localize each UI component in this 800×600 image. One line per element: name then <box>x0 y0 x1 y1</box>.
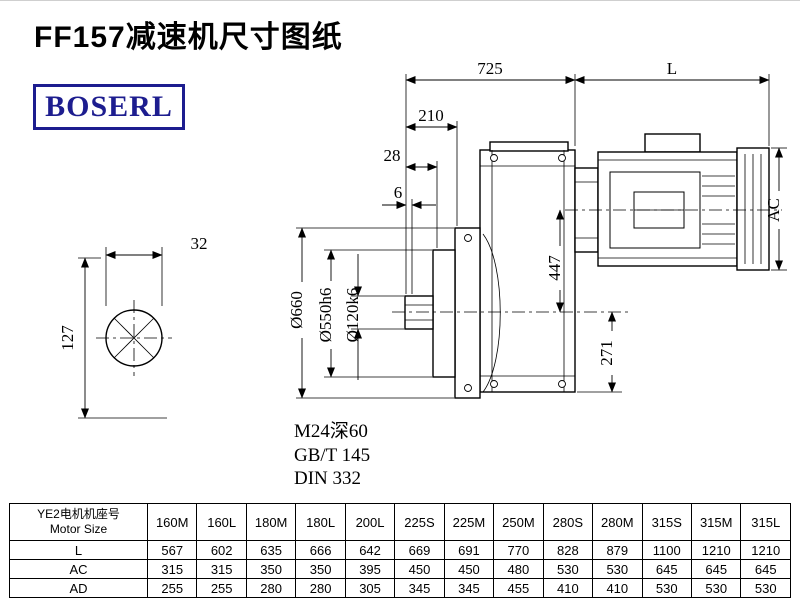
dim-127-label: 127 <box>58 325 77 351</box>
row-label: AC <box>9 559 148 579</box>
table-cell: 567 <box>146 540 198 560</box>
dim-447-label: 447 <box>545 255 564 281</box>
col-header: 315L <box>740 503 791 541</box>
table-cell: 315 <box>196 559 247 579</box>
diameter-dimensions: Ø660 Ø550h6 Ø120k6 <box>287 227 454 399</box>
table-cell: 530 <box>641 578 692 598</box>
table-cell: 255 <box>196 578 247 598</box>
table-cell: 345 <box>443 578 495 598</box>
col-header: 315M <box>690 503 742 541</box>
terminal-box <box>644 133 701 153</box>
col-header: 180M <box>245 503 297 541</box>
table-cell: 455 <box>493 578 544 598</box>
table-cell: 350 <box>295 559 346 579</box>
shaft-end-view <box>96 300 172 376</box>
dim-550-label: Ø550h6 <box>316 288 335 343</box>
centerlines <box>392 209 782 313</box>
col-header: 160L <box>196 503 247 541</box>
note-tap: M24深60 <box>294 420 368 442</box>
top-dimensions: 725 L 210 28 6 <box>382 59 770 294</box>
note-gbt: GB/T 145 <box>294 445 370 466</box>
note-din: DIN 332 <box>294 468 361 489</box>
dim-32-label: 32 <box>191 234 208 253</box>
table-cell: 1210 <box>690 540 742 560</box>
dim-120-label: Ø120k6 <box>343 288 362 343</box>
row-label: L <box>9 540 148 560</box>
table-header-row: YE2电机机座号 Motor Size 160M 160L 180M 180L … <box>9 503 791 541</box>
col-header: 280M <box>592 503 643 541</box>
table-corner-header: YE2电机机座号 Motor Size <box>9 503 148 541</box>
table-cell: 450 <box>394 559 445 579</box>
table-row-AD: AD 255 255 280 280 305 345 345 455 410 4… <box>9 578 791 598</box>
table-cell: 450 <box>443 559 495 579</box>
shaft-view-dimensions: 32 127 <box>58 234 208 419</box>
table-cell: 645 <box>690 559 742 579</box>
table-cell: 255 <box>146 578 198 598</box>
col-header: 180L <box>295 503 346 541</box>
col-header: 160M <box>146 503 198 541</box>
row-label: AD <box>9 578 148 598</box>
table-cell: 350 <box>245 559 297 579</box>
table-cell: 645 <box>740 559 791 579</box>
table-cell: 1100 <box>641 540 692 560</box>
dim-28-label: 28 <box>384 146 401 165</box>
thread-notes: M24深60 GB/T 145 DIN 332 <box>294 420 370 489</box>
corner-header-line2: Motor Size <box>49 522 108 536</box>
table-cell: 691 <box>443 540 495 560</box>
dim-AC-label: AC <box>764 198 783 222</box>
table-cell: 669 <box>394 540 445 560</box>
dim-210-label: 210 <box>418 106 444 125</box>
table-cell: 315 <box>146 559 198 579</box>
table-cell: 530 <box>690 578 742 598</box>
col-header: 200L <box>344 503 396 541</box>
table-row-AC: AC 315 315 350 350 395 450 450 480 530 5… <box>9 559 791 579</box>
table-cell: 770 <box>493 540 544 560</box>
table-cell: 645 <box>641 559 692 579</box>
table-cell: 280 <box>245 578 297 598</box>
col-header: 250M <box>493 503 544 541</box>
table-cell: 642 <box>344 540 396 560</box>
col-header: 225S <box>394 503 445 541</box>
corner-header-line1: YE2电机机座号 <box>37 507 120 521</box>
table-cell: 410 <box>542 578 594 598</box>
table-cell: 602 <box>196 540 247 560</box>
table-cell: 410 <box>592 578 643 598</box>
table-cell: 635 <box>245 540 297 560</box>
table-cell: 530 <box>542 559 594 579</box>
dim-L-label: L <box>667 59 677 78</box>
col-header: 315S <box>641 503 692 541</box>
table-cell: 666 <box>295 540 346 560</box>
table-row-L: L 567 602 635 666 642 669 691 770 828 87… <box>9 540 791 560</box>
table-cell: 1210 <box>740 540 791 560</box>
table-cell: 879 <box>592 540 643 560</box>
boserl-logo: BOSERL <box>33 84 185 130</box>
table-cell: 280 <box>295 578 346 598</box>
table-cell: 395 <box>344 559 396 579</box>
dim-725-label: 725 <box>477 59 503 78</box>
dim-660-label: Ø660 <box>287 291 306 329</box>
col-header: 280S <box>542 503 594 541</box>
table-cell: 480 <box>493 559 544 579</box>
motor-size-table: YE2电机机座号 Motor Size 160M 160L 180M 180L … <box>9 503 791 598</box>
motor-outline <box>574 133 770 271</box>
table-cell: 530 <box>592 559 643 579</box>
dim-271-label: 271 <box>597 340 616 366</box>
table-cell: 828 <box>542 540 594 560</box>
page-title: FF157减速机尺寸图纸 <box>34 21 343 54</box>
dim-6-label: 6 <box>394 183 403 202</box>
table-cell: 305 <box>344 578 396 598</box>
vertical-dimensions: 447 271 AC <box>545 147 787 393</box>
gearbox-outline <box>404 141 576 399</box>
col-header: 225M <box>443 503 495 541</box>
table-cell: 345 <box>394 578 445 598</box>
table-cell: 530 <box>740 578 791 598</box>
dimension-drawing: 725 L 210 28 6 Ø660 Ø550h6 Ø120k6 <box>58 59 787 489</box>
